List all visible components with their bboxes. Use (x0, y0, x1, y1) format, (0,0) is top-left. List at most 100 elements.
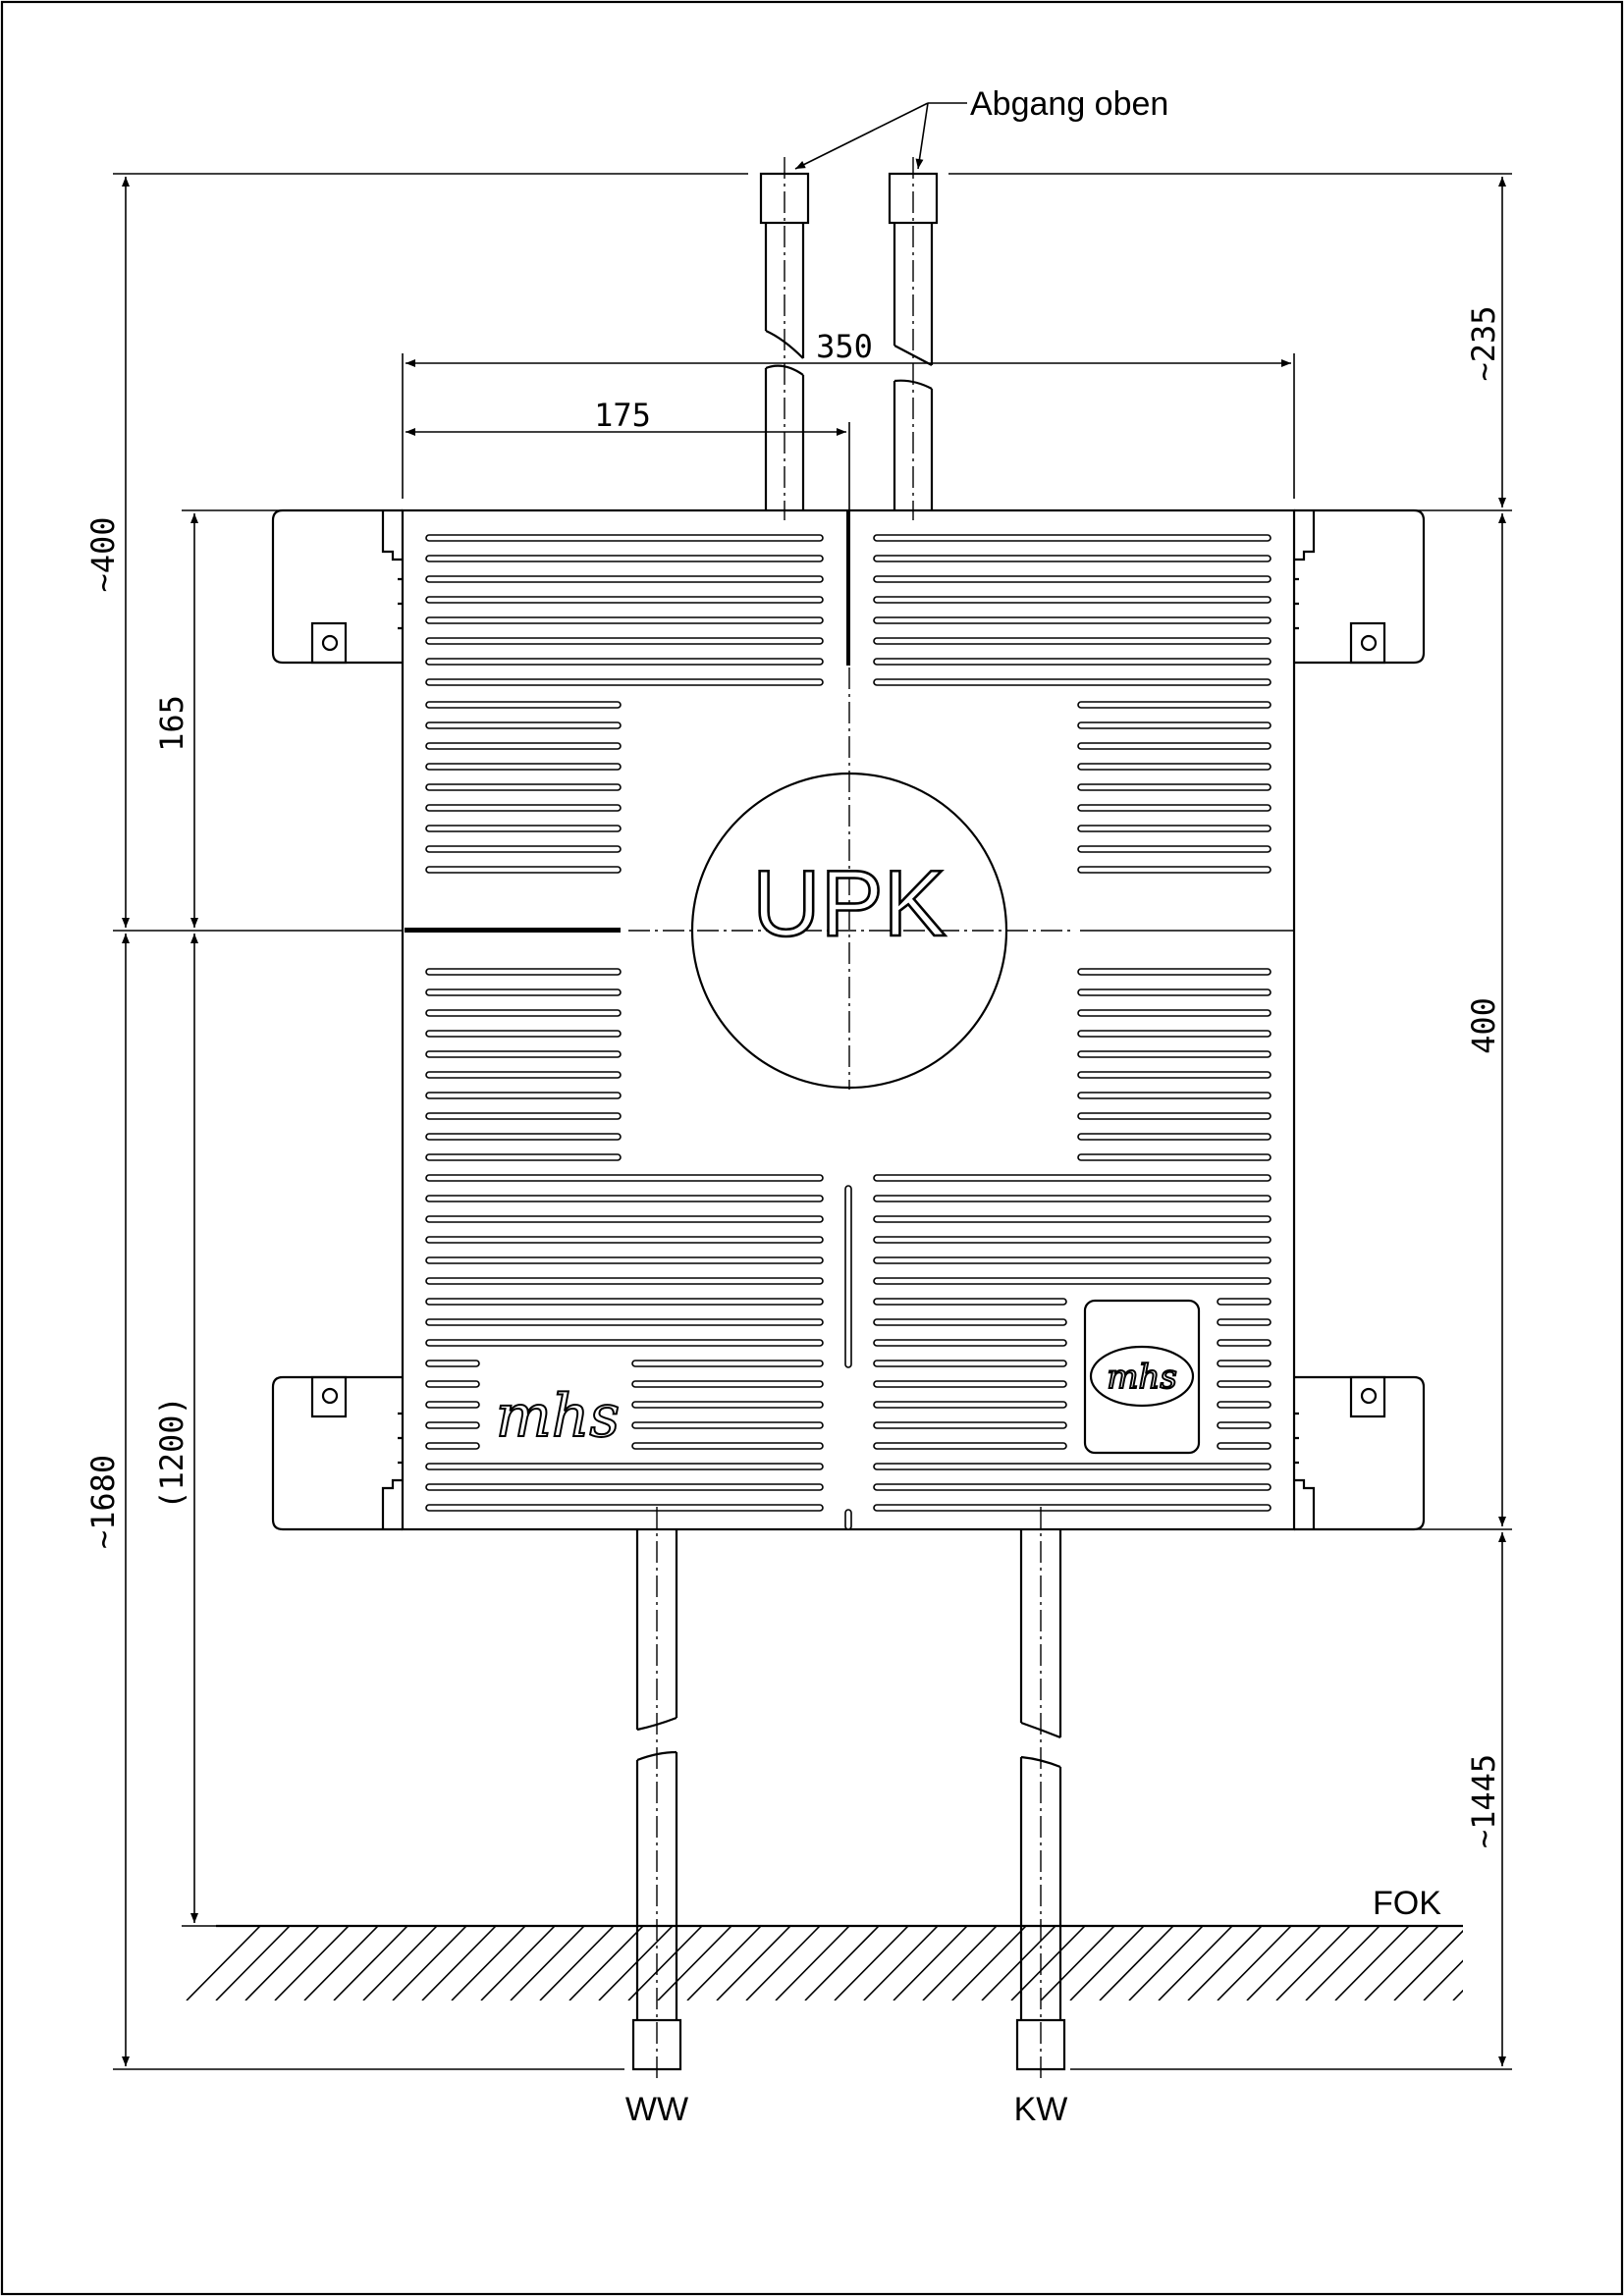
brand-badge: mhs (1083, 1299, 1201, 1455)
vent-slot (1217, 1318, 1272, 1326)
vent-slot (425, 596, 824, 604)
vent-slot (873, 596, 1272, 604)
vent-slot (425, 804, 622, 812)
brand-badge-text: mhs (1107, 1358, 1177, 1397)
vent-slot (873, 1442, 1067, 1450)
hatch-line (1158, 1926, 1233, 2001)
vent-slot (1077, 1050, 1272, 1058)
label-outlet-top: Abgang oben (970, 85, 1168, 123)
vent-slot (873, 1195, 1272, 1202)
vent-slot (1077, 1030, 1272, 1038)
vent-slot (873, 1421, 1067, 1429)
vent-slot (873, 1380, 1067, 1388)
vent-slot (425, 1092, 622, 1099)
vent-slot (1077, 825, 1272, 832)
vent-slot (425, 783, 622, 791)
bracket-bottom-left (271, 1375, 403, 1531)
vent-slot (873, 1174, 1272, 1182)
hatch-line (1364, 1926, 1439, 2001)
vent-slot (425, 616, 824, 624)
bracket-bottom-right (1294, 1375, 1426, 1531)
vent-slot (425, 721, 622, 729)
hatch-line (1069, 1926, 1145, 2001)
vent-slot (873, 1504, 1272, 1512)
hatch-line (1512, 1926, 1586, 2001)
vent-slot (1077, 1153, 1272, 1161)
dim-upper-section: 165 (153, 695, 190, 752)
brand-logo: mhs (496, 1382, 620, 1451)
hatch-line (244, 1926, 320, 2001)
vent-slot (873, 1318, 1067, 1326)
vent-slot (425, 1421, 480, 1429)
vent-slot (425, 701, 622, 709)
ventilation-slots (425, 534, 1272, 1512)
vent-slot (873, 534, 1272, 542)
vent-slot (425, 1380, 480, 1388)
dim-width-half: 175 (594, 397, 651, 434)
vent-slot (1217, 1339, 1272, 1347)
vent-slot (873, 678, 1272, 686)
vent-slot (1217, 1380, 1272, 1388)
vent-slot (425, 988, 622, 996)
vent-slot (425, 1339, 824, 1347)
hatch-line (362, 1926, 438, 2001)
hatch-line (598, 1926, 674, 2001)
vent-slot (425, 1256, 824, 1264)
vent-slot (425, 1504, 824, 1512)
dimension-lines (122, 177, 1506, 2066)
hatch-line (716, 1926, 791, 2001)
vent-slot (873, 637, 1272, 645)
vent-slot (1217, 1442, 1272, 1450)
vent-slot (425, 1153, 622, 1161)
vent-slot (425, 866, 622, 874)
hatch-line (922, 1926, 998, 2001)
dim-floor-offset: ~1445 (1465, 1754, 1502, 1848)
center-marks (405, 510, 1294, 1530)
vent-slot (425, 534, 824, 542)
hatch-line (1128, 1926, 1204, 2001)
hatch-line (274, 1926, 350, 2001)
vent-slot (425, 968, 622, 976)
vent-slot (425, 1195, 824, 1202)
vent-slot (425, 555, 824, 562)
vent-slot (1077, 763, 1272, 771)
vent-slot (425, 1463, 824, 1470)
bracket-top-right (1294, 508, 1426, 665)
vent-slot (1077, 804, 1272, 812)
vent-slot (425, 1318, 824, 1326)
vent-slot (1217, 1401, 1272, 1409)
vent-slot (425, 1298, 824, 1306)
vent-slot (425, 1009, 622, 1017)
label-fok: FOK (1373, 1885, 1441, 1922)
label-center: UPK (752, 851, 946, 956)
hatch-line (951, 1926, 1027, 2001)
vent-slot (1217, 1298, 1272, 1306)
hatch-line (1483, 1926, 1556, 2001)
vent-slot (873, 1277, 1272, 1285)
hatch-line (627, 1926, 703, 2001)
dim-total-height: ~1680 (84, 1455, 122, 1549)
hatch-line (1423, 1959, 1463, 2001)
hatch-line (568, 1926, 644, 2001)
hatch-line (1305, 1926, 1380, 2001)
extension-lines (113, 173, 1512, 2070)
hatch-line (451, 1926, 526, 2001)
hatch-line (981, 1926, 1056, 2001)
vent-slot (1077, 742, 1272, 750)
dim-width-total: 350 (816, 328, 873, 365)
vent-slot (1077, 1009, 1272, 1017)
hatch-line (863, 1926, 939, 2001)
vent-slot (1217, 1421, 1272, 1429)
hatch-line (510, 1926, 585, 2001)
vent-slot (425, 637, 824, 645)
hatch-line (893, 1926, 968, 2001)
hatch-line (1040, 1926, 1115, 2001)
vent-slot (425, 658, 824, 666)
vent-slot (425, 1215, 824, 1223)
hatch-line (215, 1926, 291, 2001)
vent-slot (425, 1133, 622, 1141)
vent-slot (873, 1463, 1272, 1470)
vent-slot (873, 1360, 1067, 1367)
